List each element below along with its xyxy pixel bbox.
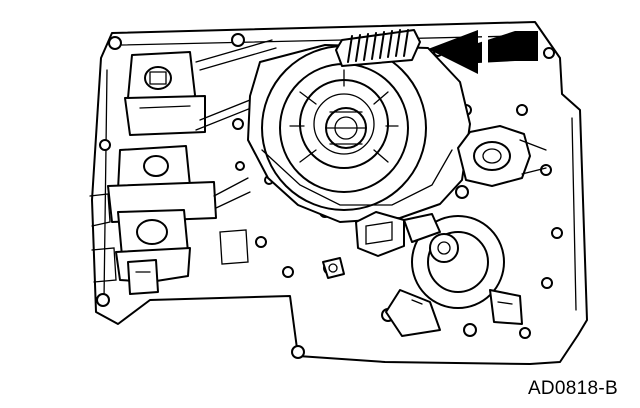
fittings (91, 229, 345, 283)
valve-body-plate (91, 21, 588, 365)
center-housing (232, 44, 471, 223)
left-solenoid-stack (89, 39, 277, 295)
right-lower-solenoid (355, 211, 523, 337)
arrow-icon (428, 30, 538, 74)
spring (335, 29, 421, 67)
right-upper-solenoid (455, 125, 547, 199)
figure-id-label: AD0818-B (527, 378, 618, 399)
bolt-holes (96, 33, 563, 359)
